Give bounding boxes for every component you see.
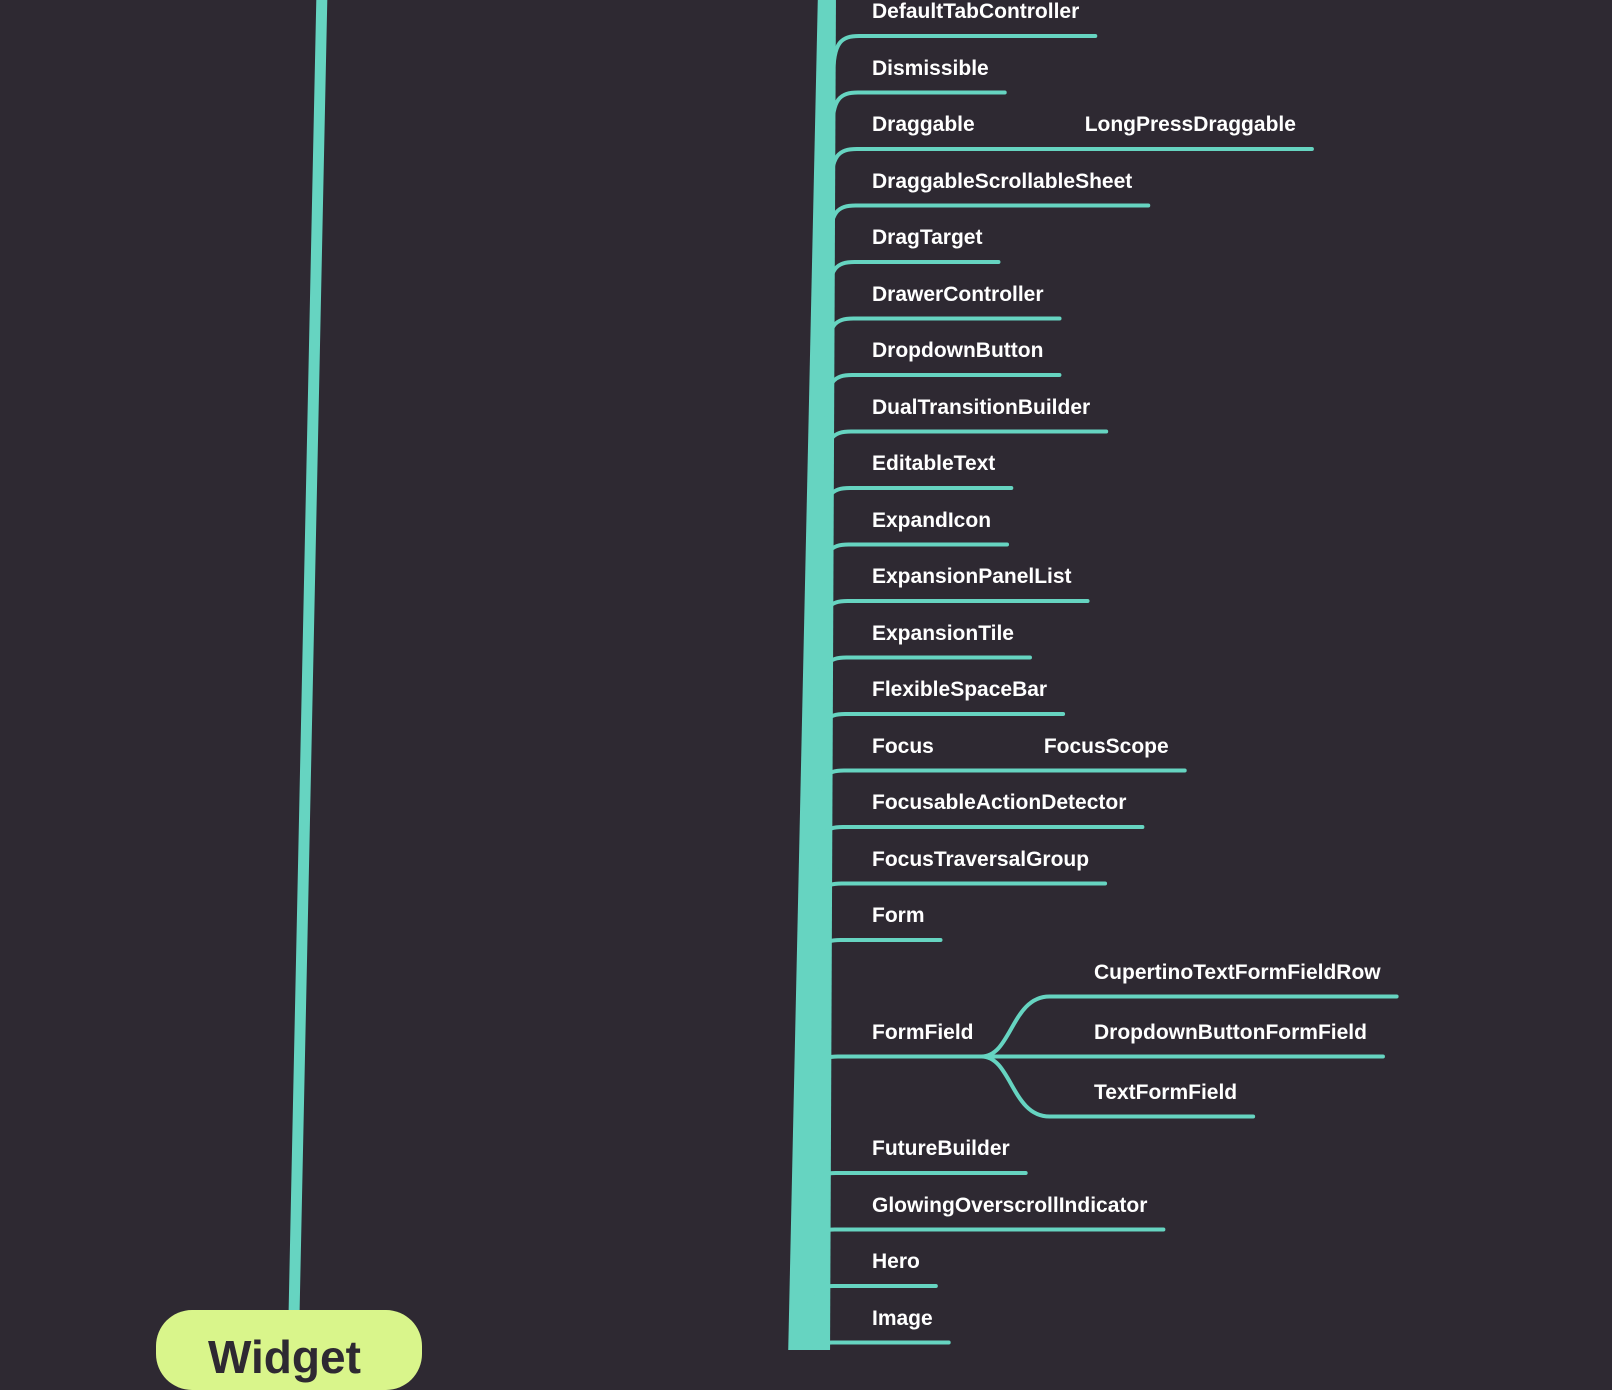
child-node-label[interactable]: CupertinoTextFormFieldRow [1094, 960, 1381, 984]
branch-connector [823, 429, 1109, 474]
node-label[interactable]: FutureBuilder [872, 1137, 1010, 1160]
node-label[interactable]: Draggable [872, 113, 975, 136]
branch-connector [820, 542, 1010, 587]
root-node[interactable]: Widget [156, 1310, 422, 1390]
child-node-label[interactable]: TextFormField [1094, 1080, 1238, 1104]
node-label[interactable]: ExpansionPanelList [872, 565, 1072, 588]
root-label: Widget [208, 1331, 361, 1383]
node-label[interactable]: Focus [872, 734, 934, 758]
branch-connector [813, 881, 1108, 926]
branch-connector [805, 1284, 938, 1328]
node-label[interactable]: EditableText [872, 452, 996, 475]
branch-connector [806, 1227, 1166, 1272]
node-label[interactable]: Hero [872, 1250, 920, 1273]
node-label[interactable]: DropdownButton [872, 339, 1044, 362]
branch-connector [818, 655, 1032, 700]
node-label[interactable]: FlexibleSpaceBar [872, 678, 1048, 701]
node-label[interactable]: DraggableScrollableSheet [872, 169, 1133, 193]
branch-connector [807, 1171, 1028, 1215]
branch-connector [816, 768, 1187, 813]
node-label[interactable]: FocusableActionDetector [872, 791, 1127, 814]
node-label[interactable]: DefaultTabController [872, 0, 1080, 23]
branch-connector [827, 203, 1151, 248]
child-node-label[interactable]: FocusScope [1043, 734, 1169, 758]
node-label[interactable]: Dismissible [872, 56, 989, 80]
branch-connector [812, 938, 943, 982]
node-label[interactable]: ExpandIcon [872, 508, 992, 532]
child-connector [979, 1054, 1256, 1119]
mindmap-connectors [288, 0, 1399, 1350]
child-connector [979, 994, 1399, 1059]
branch-connector [826, 260, 1001, 304]
node-label[interactable]: FocusTraversalGroup [872, 847, 1090, 871]
branch-connector [810, 1054, 992, 1099]
branch-connector [814, 825, 1145, 869]
branch-connector [821, 486, 1014, 530]
node-label[interactable]: ExpansionTile [872, 621, 1014, 645]
root-connector [288, 0, 328, 1322]
node-label[interactable]: Form [872, 904, 925, 927]
branch-trunk [788, 0, 836, 1350]
branch-connector [825, 316, 1062, 361]
child-node-label[interactable]: LongPressDraggable [1084, 113, 1296, 136]
child-node-label[interactable]: DropdownButtonFormField [1094, 1020, 1367, 1044]
branch-connector [810, 1340, 951, 1350]
branch-connector [828, 147, 1314, 191]
branch-connector [819, 599, 1090, 643]
branch-connector [824, 373, 1062, 417]
node-label[interactable]: DualTransitionBuilder [872, 395, 1091, 419]
node-label[interactable]: FormField [872, 1020, 974, 1044]
node-label[interactable]: GlowingOverscrollIndicator [872, 1193, 1148, 1217]
branch-connector [830, 90, 1007, 135]
node-label[interactable]: DrawerController [872, 282, 1044, 306]
branch-connector [817, 712, 1066, 756]
node-label[interactable]: Image [872, 1306, 933, 1330]
node-label[interactable]: DragTarget [872, 226, 983, 249]
branch-connector [831, 34, 1098, 78]
